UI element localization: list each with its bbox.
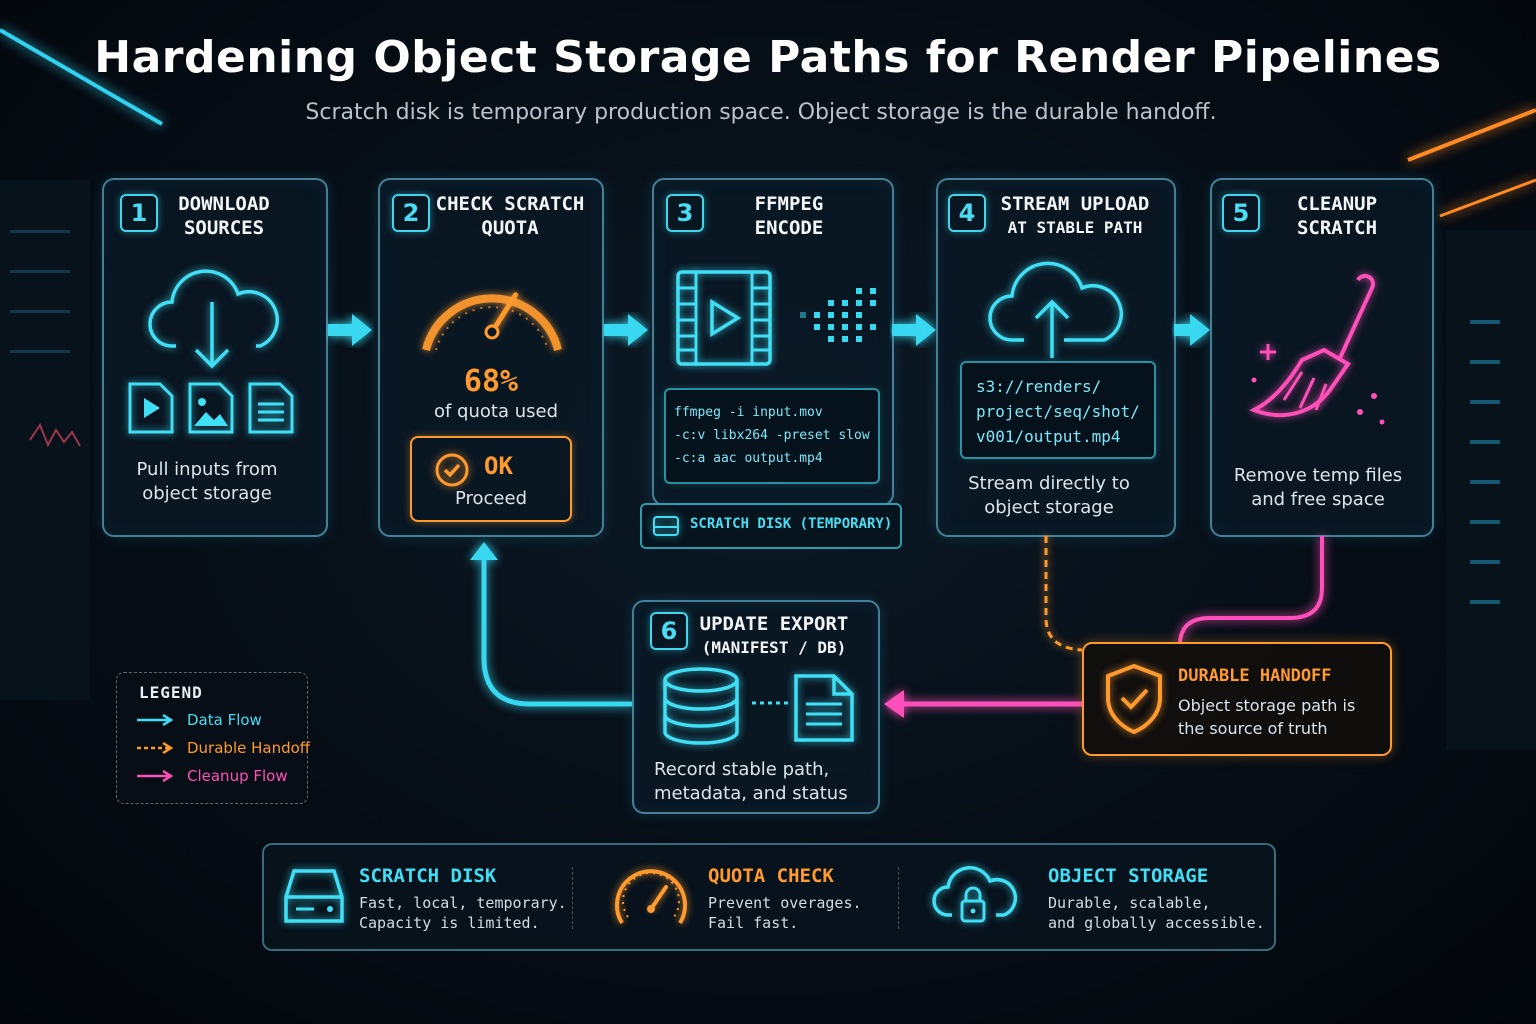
- step-number: 4: [948, 194, 986, 232]
- ffmpeg-command: ffmpeg -i input.mov -c:v libx264 -preset…: [664, 388, 880, 484]
- hard-drive-icon: [284, 869, 344, 923]
- orange-dashed-arrow-icon: [137, 741, 174, 755]
- status-proceed: Proceed: [454, 488, 528, 509]
- footer-object-storage-heading: OBJECT STORAGE: [1048, 865, 1209, 887]
- step-number: 3: [666, 194, 704, 232]
- hard-drive-icon: [653, 516, 679, 536]
- image-file-icon: [188, 382, 234, 434]
- cloud-upload-icon: [988, 261, 1123, 358]
- footer-quota-description: Prevent overages.Fail fast.: [708, 894, 862, 932]
- step-number: 1: [120, 194, 158, 232]
- data-flow-arrow: [604, 314, 648, 346]
- handoff-heading: DURABLE HANDOFF: [1178, 666, 1332, 686]
- video-film-icon: [676, 270, 772, 366]
- shield-check-icon: [1106, 663, 1162, 735]
- footer-divider: [572, 867, 573, 929]
- gauge-icon: [615, 869, 687, 925]
- footer-quota-heading: QUOTA CHECK: [708, 865, 834, 887]
- manifest-document-icon: [794, 674, 854, 742]
- s3-path: s3://renders/ project/seq/shot/ v001/out…: [960, 361, 1156, 459]
- cloud-download-icon: [148, 269, 279, 369]
- data-flow-arrow: [892, 314, 936, 346]
- step-number: 5: [1222, 194, 1260, 232]
- step-number: 6: [650, 612, 688, 650]
- quota-percent: 68%: [463, 364, 519, 399]
- step-heading: UPDATE EXPORT(MANIFEST / DB): [699, 613, 849, 657]
- cloud-lock-icon: [932, 866, 1018, 923]
- check-circle-icon: [435, 453, 469, 487]
- cyan-arrow-icon: [137, 713, 174, 727]
- step-card-update-export: 6 UPDATE EXPORT(MANIFEST / DB) Record st…: [632, 600, 880, 814]
- database-icon: [663, 667, 739, 745]
- dotted-link-icon: [752, 701, 788, 705]
- quota-label: of quota used: [433, 401, 558, 422]
- status-box: OK Proceed: [410, 436, 572, 522]
- pixel-dots-icon: [800, 288, 876, 342]
- legend: LEGEND Data Flow Durable Handoff Cleanup…: [116, 672, 310, 804]
- legend-title: LEGEND: [139, 683, 203, 702]
- scratch-disk-tag-label: SCRATCH DISK (TEMPORARY): [690, 516, 893, 532]
- footer-divider: [898, 867, 899, 929]
- video-file-icon: [128, 382, 174, 434]
- quota-gauge-icon: [422, 292, 562, 351]
- step-description: Record stable path,metadata, and status: [654, 759, 848, 804]
- footer-scratch-heading: SCRATCH DISK: [359, 865, 497, 887]
- footer-object-storage-description: Durable, scalable,and globally accessibl…: [1048, 894, 1265, 932]
- page-title: Hardening Object Storage Paths for Rende…: [94, 32, 1442, 83]
- status-ok: OK: [484, 452, 513, 480]
- pink-arrow-icon: [137, 769, 174, 783]
- document-file-icon: [248, 382, 294, 434]
- step-number: 2: [392, 194, 430, 232]
- footer-summary: SCRATCH DISK Fast, local, temporary.Capa…: [262, 843, 1276, 951]
- broom-icon: [1249, 273, 1385, 425]
- scratch-disk-tag: SCRATCH DISK (TEMPORARY): [640, 503, 902, 549]
- footer-scratch-description: Fast, local, temporary.Capacity is limit…: [359, 894, 567, 932]
- page-subtitle: Scratch disk is temporary production spa…: [305, 100, 1217, 125]
- data-flow-arrow: [1174, 314, 1210, 346]
- data-flow-arrow: [328, 314, 372, 346]
